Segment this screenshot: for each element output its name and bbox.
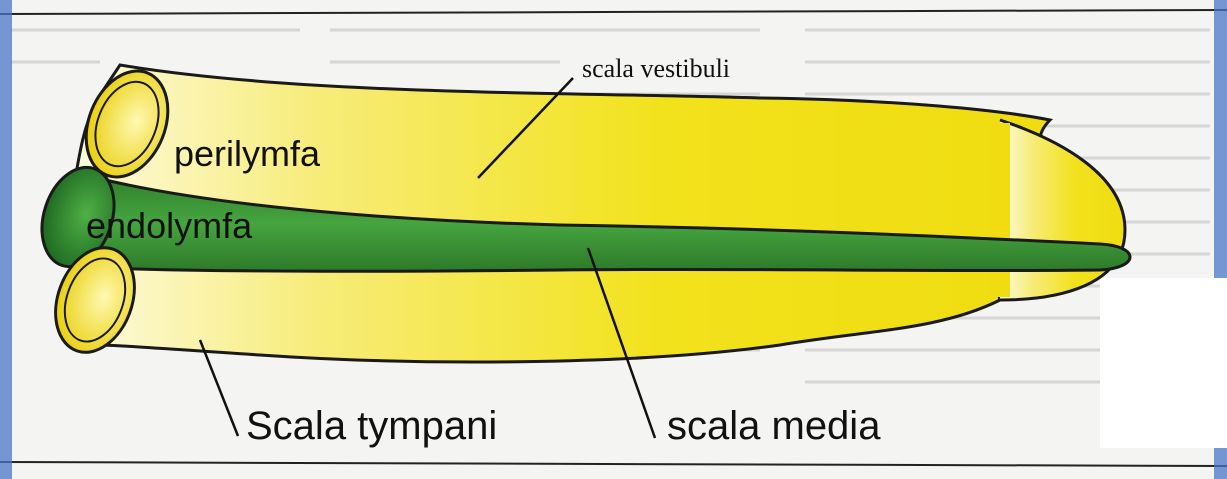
label-scala-tympani: Scala tympani <box>246 404 497 449</box>
label-endolymfa: endolymfa <box>86 205 252 247</box>
left-frame-edge <box>0 0 12 479</box>
label-scala-vestibuli: scala vestibuli <box>582 54 730 84</box>
label-perilymfa: perilymfa <box>174 133 320 175</box>
label-scala-media: scala media <box>667 404 880 449</box>
blank-patch <box>1100 278 1227 448</box>
